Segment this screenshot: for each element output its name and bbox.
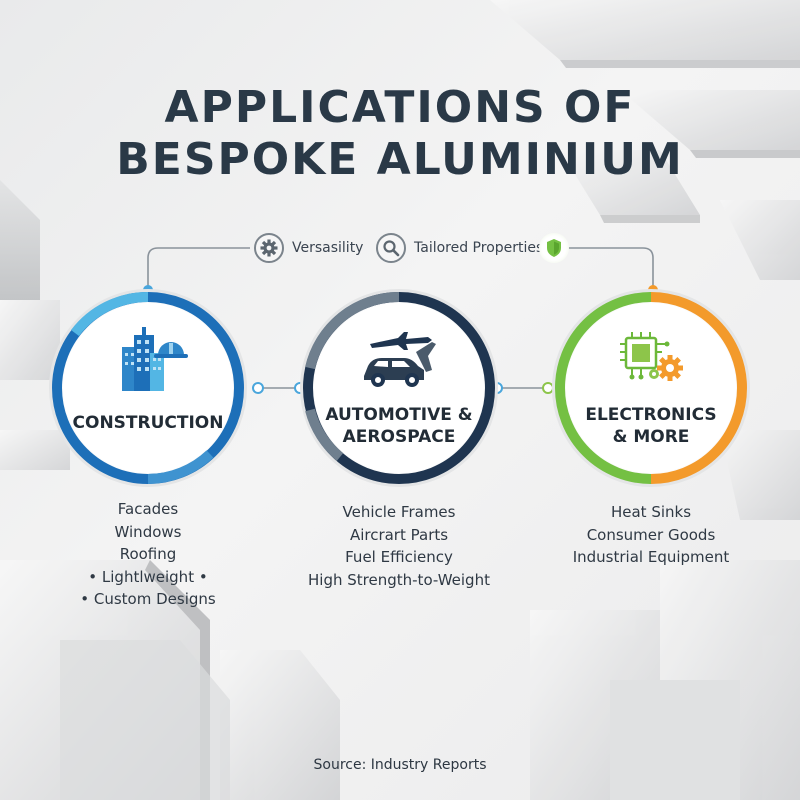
- shield-icon: [539, 233, 569, 263]
- background-block: [0, 180, 70, 470]
- list-item: High Strength-to-Weight: [308, 570, 490, 589]
- list-item: • Lightlweight •: [88, 567, 208, 586]
- sector-label-line: ELECTRONICS: [585, 405, 717, 425]
- gear-icon: [254, 233, 284, 263]
- automotive-list: Vehicle Frames Aircrart Parts Fuel Effic…: [299, 501, 499, 591]
- magnifier-icon: [376, 233, 406, 263]
- source-note: Source: Industry Reports: [313, 757, 487, 773]
- circuit-gear-icon: [620, 332, 683, 381]
- automotive-circle: [300, 289, 498, 487]
- title-line-1: APPLICATIONS OF: [164, 82, 636, 133]
- list-item: Heat Sinks: [610, 503, 692, 521]
- list-item: • Custom Designs: [80, 590, 216, 608]
- sector-label-automotive: AUTOMOTIVE & AEROSPACE: [319, 404, 479, 448]
- list-item: Fuel Efficiency: [345, 548, 453, 566]
- car-plane-icon: [364, 332, 436, 387]
- list-item: Facades: [117, 500, 179, 518]
- sector-label-construction: CONSTRUCTION: [68, 412, 228, 434]
- feature-versatility: Versasility: [254, 231, 363, 265]
- title-line-2: BESPOKE ALUMINIUM: [116, 134, 684, 185]
- sector-label-line: & MORE: [612, 427, 690, 447]
- connector-dot: [252, 382, 264, 394]
- list-item: Vehicle Frames: [342, 503, 456, 521]
- sector-label-line: AEROSPACE: [342, 427, 456, 447]
- top-connector: [147, 247, 654, 290]
- list-item: Consumer Goods: [586, 525, 716, 544]
- feature-shield: [539, 231, 577, 265]
- electronics-list: Heat Sinks Consumer Goods Industrial Equ…: [551, 501, 751, 569]
- electronics-circle: [552, 289, 750, 487]
- construction-list: Facades Windows Roofing • Lightlweight •…: [48, 498, 248, 611]
- list-item: Windows: [114, 522, 182, 541]
- feature-label: Tailored Properties: [414, 240, 544, 256]
- connector-dot: [542, 382, 554, 394]
- list-item: Aircrart Parts: [349, 525, 449, 544]
- sector-label-electronics: ELECTRONICS & MORE: [571, 404, 731, 448]
- feature-tailored-properties: Tailored Properties: [376, 231, 543, 265]
- list-item: Industrial Equipment: [572, 548, 730, 566]
- background-block: [0, 560, 340, 800]
- feature-label: Versasility: [292, 240, 364, 256]
- list-item: Roofing: [119, 545, 177, 563]
- background-block: [530, 430, 800, 800]
- sector-label-line: AUTOMOTIVE &: [325, 405, 473, 425]
- sector-label-line: CONSTRUCTION: [72, 413, 224, 433]
- background-block: [490, 0, 800, 280]
- buildings-hardhat-icon: [122, 327, 188, 391]
- page-title: APPLICATIONS OF BESPOKE ALUMINIUM: [0, 82, 800, 186]
